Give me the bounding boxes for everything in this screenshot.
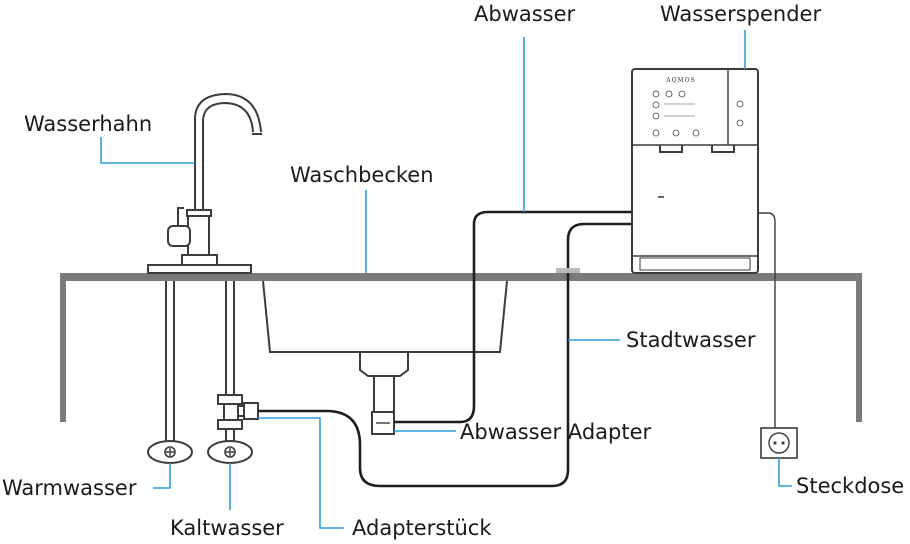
countertop-right-leg — [856, 273, 862, 422]
label-waschbecken: Waschbecken — [290, 163, 434, 187]
power-cable — [758, 212, 776, 428]
socket-hole-right — [781, 441, 785, 445]
abwasser-hose — [394, 210, 632, 424]
countertop — [60, 273, 862, 422]
panel-button-icon[interactable] — [678, 90, 686, 98]
panel-button-icon[interactable] — [692, 129, 700, 137]
sink-bowl — [262, 280, 508, 353]
cold-pipe-upper — [225, 281, 235, 395]
water-dispenser: AQMOS — [631, 68, 759, 274]
wall-socket — [760, 427, 798, 459]
faucet-lever — [167, 225, 191, 247]
side-button-icon[interactable] — [736, 100, 744, 108]
label-abwasser-adapter: Abwasser Adapter — [460, 420, 652, 444]
dispenser-nozzle-left — [659, 145, 683, 153]
cold-screw-cross — [226, 448, 234, 456]
panel-button-icon[interactable] — [652, 112, 660, 120]
label-wasserspender: Wasserspender — [660, 2, 821, 26]
faucet-body — [187, 213, 210, 255]
faucet-base-plate — [147, 264, 252, 274]
faucet-mount — [181, 254, 218, 266]
label-wasserhahn: Wasserhahn — [24, 112, 152, 136]
countertop-slab — [60, 273, 862, 281]
socket-ring — [768, 432, 790, 454]
label-warmwasser: Warmwasser — [2, 476, 137, 500]
label-adapterstueck: Adapterstück — [352, 516, 492, 540]
label-abwasser: Abwasser — [474, 2, 576, 26]
panel-button-icon[interactable] — [652, 129, 660, 137]
sink-drain-pipe — [373, 376, 395, 412]
side-button-icon[interactable] — [736, 119, 744, 127]
dispenser-drip-tray — [639, 257, 751, 271]
faucet-spout-inner — [202, 101, 254, 210]
panel-button-icon[interactable] — [665, 90, 673, 98]
dispenser-brand: AQMOS — [665, 77, 695, 84]
sink-drain-top — [359, 352, 409, 377]
warmwasser-valve — [147, 281, 193, 464]
leader-steckdose — [778, 458, 792, 487]
cold-adapter-top-nut — [217, 394, 243, 405]
panel-button-icon[interactable] — [652, 101, 660, 109]
cold-adapter-tee — [223, 403, 239, 421]
label-stadtwasser: Stadtwasser — [626, 328, 756, 352]
label-kaltwasser: Kaltwasser — [170, 516, 284, 540]
stadtwasser-hose — [258, 222, 632, 488]
cold-adapter-bottom-nut — [217, 419, 243, 430]
faucet-handle — [177, 207, 184, 226]
label-steckdose: Steckdose — [796, 474, 904, 498]
countertop-left-leg — [60, 273, 66, 422]
dispenser-nozzle-right — [711, 145, 735, 153]
dispenser-body — [631, 68, 759, 274]
faucet — [147, 92, 262, 274]
socket-hole-left — [773, 441, 777, 445]
leader-adapterstueck — [258, 417, 344, 529]
panel-button-icon[interactable] — [672, 129, 680, 137]
control-panel — [652, 90, 744, 137]
dispenser-vent — [658, 196, 664, 198]
warm-screw-cross — [166, 448, 174, 456]
kaltwasser-valve — [207, 281, 259, 464]
leader-lines — [100, 30, 792, 529]
leader-warmwasser — [153, 463, 171, 489]
warm-pipe — [165, 281, 175, 446]
leader-wasserhahn — [100, 137, 195, 164]
faucet-spout-outer — [194, 92, 262, 210]
faucet-collar — [186, 209, 212, 217]
adapter-outlet-nut — [243, 402, 259, 420]
panel-button-icon[interactable] — [652, 90, 660, 98]
countertop-grommet — [556, 268, 580, 273]
